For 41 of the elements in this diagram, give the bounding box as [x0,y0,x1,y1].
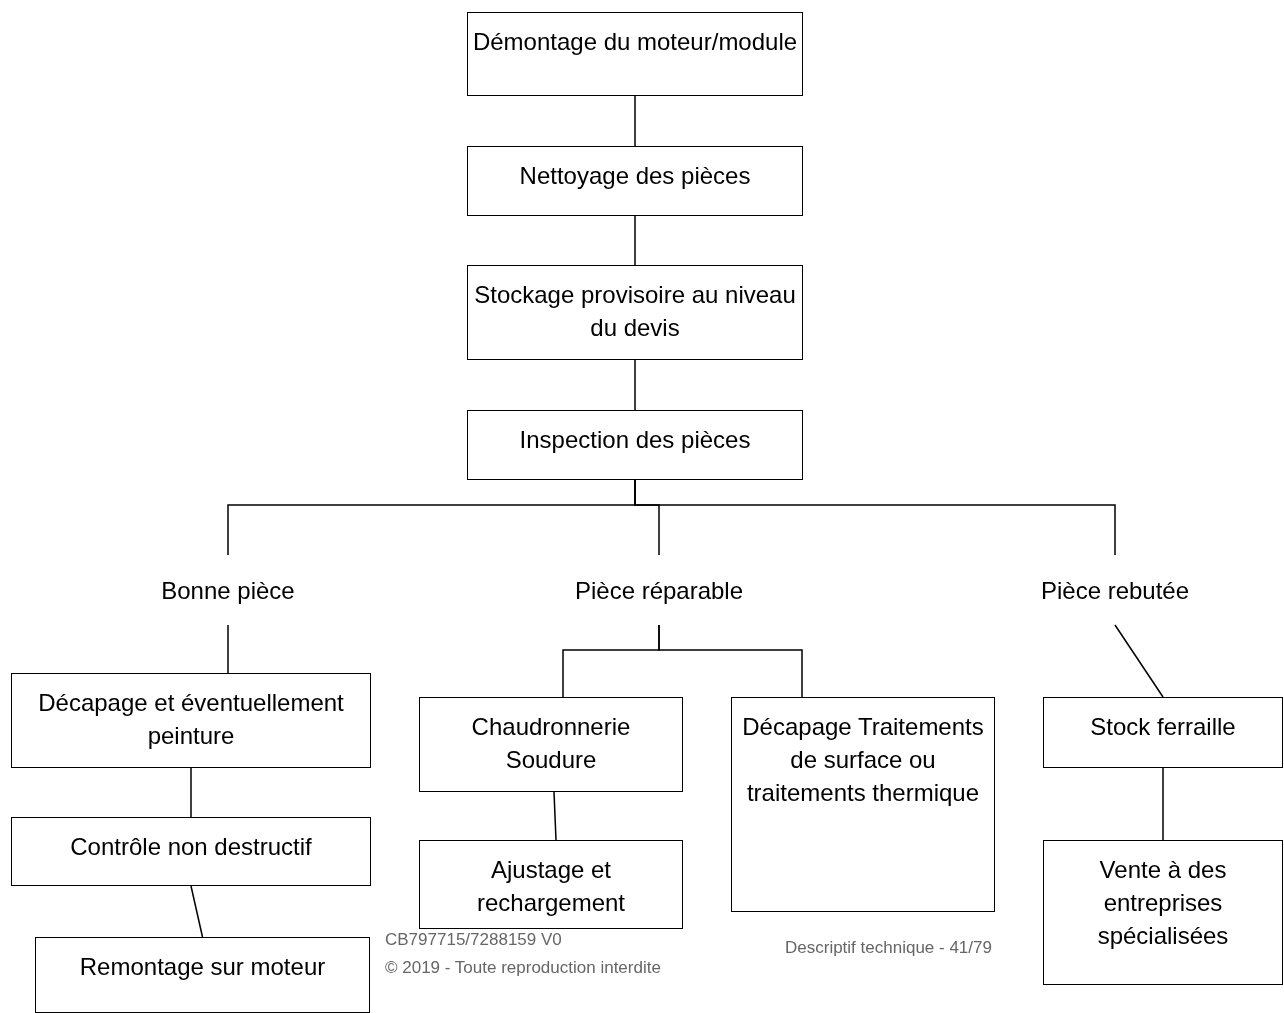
node-text: Ajustage et rechargement [475,855,627,918]
process-box [1043,697,1283,768]
connector-line [190,767,192,818]
connector-line [634,215,636,266]
process-box [419,697,683,792]
footer-text: © 2019 - Toute reproduction interdite [385,958,661,978]
process-box [1043,840,1283,985]
node-text: Nettoyage des pièces [518,161,752,191]
node-text: Décapage et éventuellement peinture [37,688,345,751]
node-text: Pièce réparable [573,575,745,606]
node-text: Bonne pièce [160,575,296,606]
process-box [467,265,803,360]
node-text: Chaudronnerie Soudure [470,712,632,775]
node-text: Stock ferraille [1089,712,1237,742]
footer-text: Descriptif technique - 41/79 [785,938,992,958]
footer-text: CB797715/7288159 V0 [385,930,562,950]
process-box [467,410,803,480]
process-box [11,673,371,768]
connector-line [227,624,229,674]
process-box [11,817,371,886]
node-text: Vente à des entreprises spécialisées [1096,855,1230,951]
process-box [419,840,683,929]
connector-line [190,885,204,938]
connector-line [658,624,803,698]
connector-line [634,359,636,411]
node-text: Contrôle non destructif [69,832,313,862]
node-text: Démontage du moteur/module [471,27,799,57]
connector-line [634,479,1116,556]
node-text: Stockage provisoire au niveau du devis [473,280,797,343]
connector-line [1162,767,1164,841]
node-text: Inspection des pièces [518,425,752,455]
connector-line [634,95,636,147]
process-box [35,937,370,1013]
node-text: Décapage Traitements de surface ou traitements thermique [741,712,985,808]
node-text: Pièce rebutée [1039,575,1191,606]
connector-line [553,791,557,841]
process-box [731,697,995,912]
process-box [467,12,803,96]
process-box [467,146,803,216]
connector-line [1114,624,1164,698]
node-text: Remontage sur moteur [78,952,327,982]
